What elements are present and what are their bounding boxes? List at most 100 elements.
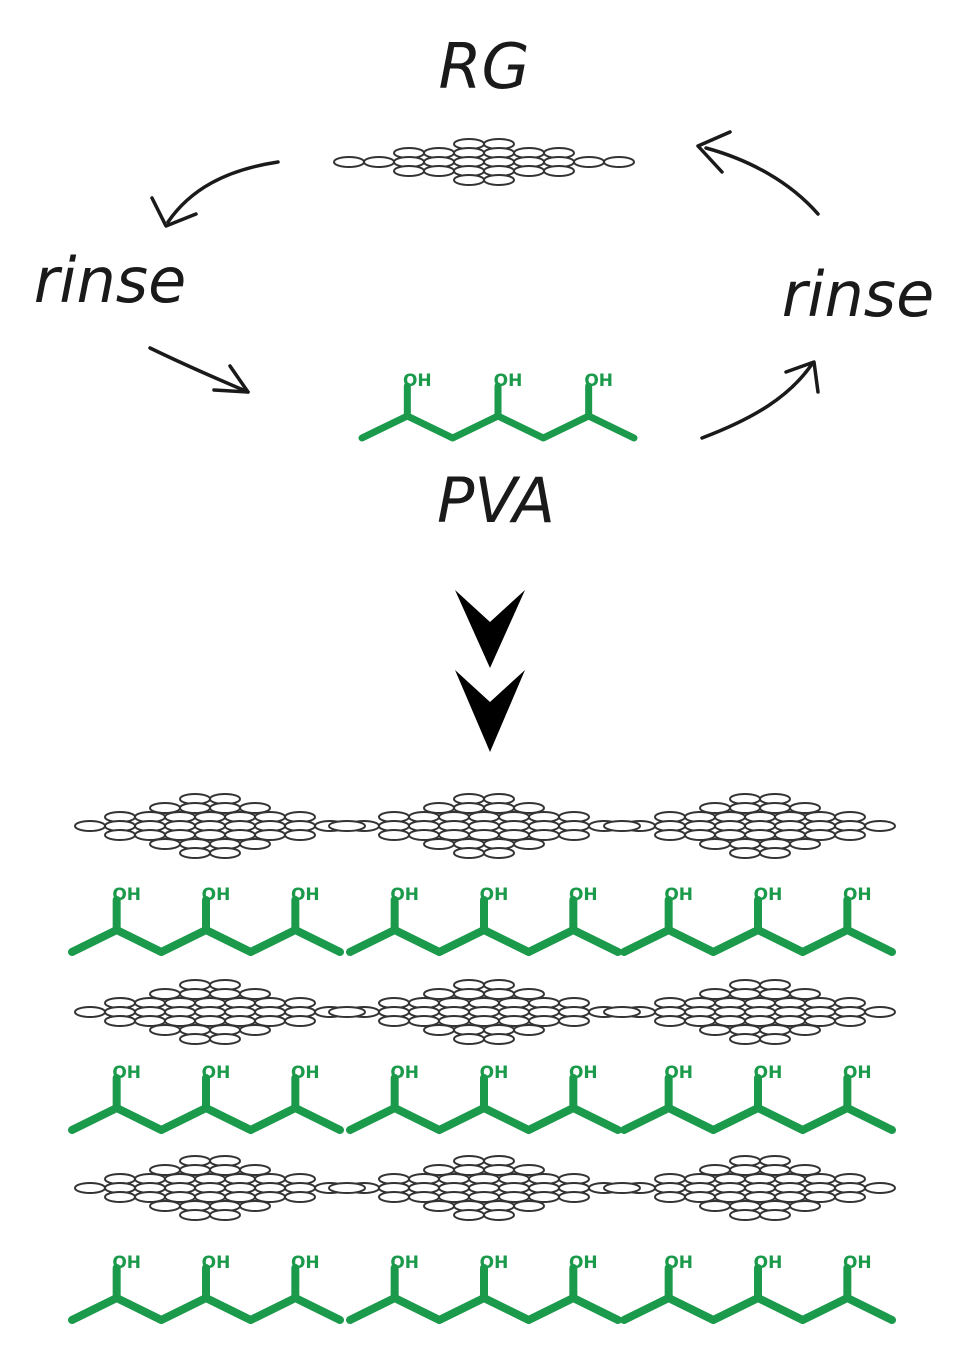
graphene-cell — [239, 1024, 271, 1036]
graphene-cell — [789, 1024, 821, 1036]
hydroxyl-label: OH — [202, 1063, 231, 1083]
graphene-cell — [453, 1033, 485, 1045]
graphene-cell — [149, 1200, 181, 1212]
graphene-sheet-layer-2-2 — [348, 979, 620, 1045]
graphene-cell — [209, 847, 241, 859]
graphene-cell — [423, 165, 455, 177]
hydroxyl-label: OH — [843, 885, 872, 905]
hydroxyl-label: OH — [843, 1063, 872, 1083]
graphene-sheet-layer-3-1 — [74, 1155, 346, 1221]
graphene-cell — [834, 829, 866, 841]
rinse-left-label: rinse — [34, 244, 186, 317]
graphene-cell — [654, 1015, 686, 1027]
graphene-cell — [149, 838, 181, 850]
graphene-cell — [729, 1209, 761, 1221]
cycle-arrow-rinse-to-rg — [696, 130, 820, 216]
graphene-cell — [513, 838, 545, 850]
graphene-cell — [513, 165, 545, 177]
graphene-cell — [284, 1191, 316, 1203]
graphene-cell — [789, 838, 821, 850]
graphene-cell — [104, 1191, 136, 1203]
hydroxyl-label: OH — [664, 1253, 693, 1273]
graphene-cell — [363, 156, 395, 168]
graphene-sheet-layer-3-2 — [348, 1155, 620, 1221]
graphene-cell — [558, 829, 590, 841]
graphene-cell — [789, 988, 821, 1000]
hydroxyl-label: OH — [754, 1253, 783, 1273]
hydroxyl-label: OH — [480, 1063, 509, 1083]
graphene-cell — [209, 1209, 241, 1221]
graphene-cell — [834, 1015, 866, 1027]
hydroxyl-label: OH — [291, 1063, 320, 1083]
hydroxyl-label: OH — [390, 885, 419, 905]
graphene-sheets-group — [74, 138, 896, 1221]
sheet-junction — [328, 820, 366, 832]
graphene-cell — [789, 1164, 821, 1176]
graphene-cell — [74, 820, 106, 832]
graphene-cell — [483, 1209, 515, 1221]
sheet-junction — [328, 1006, 366, 1018]
hydroxyl-label: OH — [112, 885, 141, 905]
hydroxyl-label: OH — [480, 1253, 509, 1273]
graphene-sheet-top — [333, 138, 635, 186]
graphene-cell — [393, 165, 425, 177]
graphene-cell — [864, 1006, 896, 1018]
hydroxyl-label: OH — [390, 1063, 419, 1083]
graphene-cell — [104, 1015, 136, 1027]
graphene-cell — [378, 1191, 410, 1203]
graphene-cell — [789, 802, 821, 814]
hydroxyl-label: OH — [754, 885, 783, 905]
hydroxyl-label: OH — [494, 371, 523, 391]
hydroxyl-label: OH — [291, 885, 320, 905]
graphene-cell — [513, 988, 545, 1000]
graphene-cell — [729, 1033, 761, 1045]
graphene-cell — [284, 1015, 316, 1027]
graphene-cell — [699, 1200, 731, 1212]
hydroxyl-label: OH — [584, 371, 613, 391]
graphene-cell — [483, 1033, 515, 1045]
graphene-cell — [423, 1200, 455, 1212]
graphene-cell — [423, 838, 455, 850]
graphene-cell — [239, 802, 271, 814]
sheet-junction — [603, 1182, 641, 1194]
graphene-sheet-layer-2-3 — [624, 979, 896, 1045]
hydroxyl-label: OH — [843, 1253, 872, 1273]
graphene-cell — [453, 847, 485, 859]
rg-label: RG — [438, 30, 529, 103]
graphene-cell — [453, 174, 485, 186]
graphene-cell — [239, 838, 271, 850]
graphene-cell — [74, 1006, 106, 1018]
hydroxyl-label: OH — [664, 1063, 693, 1083]
graphene-cell — [573, 156, 605, 168]
down-chevron-icon — [455, 590, 525, 752]
pva-chain-layer-2-1: OH OH OH — [68, 1063, 344, 1134]
hydroxyl-label: OH — [480, 885, 509, 905]
graphene-cell — [513, 802, 545, 814]
graphene-cell — [378, 1015, 410, 1027]
hydroxyl-label: OH — [112, 1063, 141, 1083]
hydroxyl-label: OH — [202, 1253, 231, 1273]
graphene-cell — [513, 1200, 545, 1212]
pva-chain-layer-3-3: OH OH OH — [620, 1253, 896, 1324]
graphene-cell — [558, 1015, 590, 1027]
graphene-cell — [699, 1024, 731, 1036]
graphene-sheet-layer-1-1 — [74, 793, 346, 859]
graphene-cell — [699, 838, 731, 850]
graphene-cell — [759, 1033, 791, 1045]
graphene-cell — [179, 1033, 211, 1045]
graphene-cell — [759, 1209, 791, 1221]
graphene-cell — [179, 847, 211, 859]
hydroxyl-label: OH — [390, 1253, 419, 1273]
graphene-cell — [104, 829, 136, 841]
graphene-cell — [209, 1033, 241, 1045]
graphene-cell — [864, 1182, 896, 1194]
cycle-arrow-pva-to-rinse — [700, 360, 820, 440]
sheet-junction — [603, 1006, 641, 1018]
graphene-cell — [729, 847, 761, 859]
